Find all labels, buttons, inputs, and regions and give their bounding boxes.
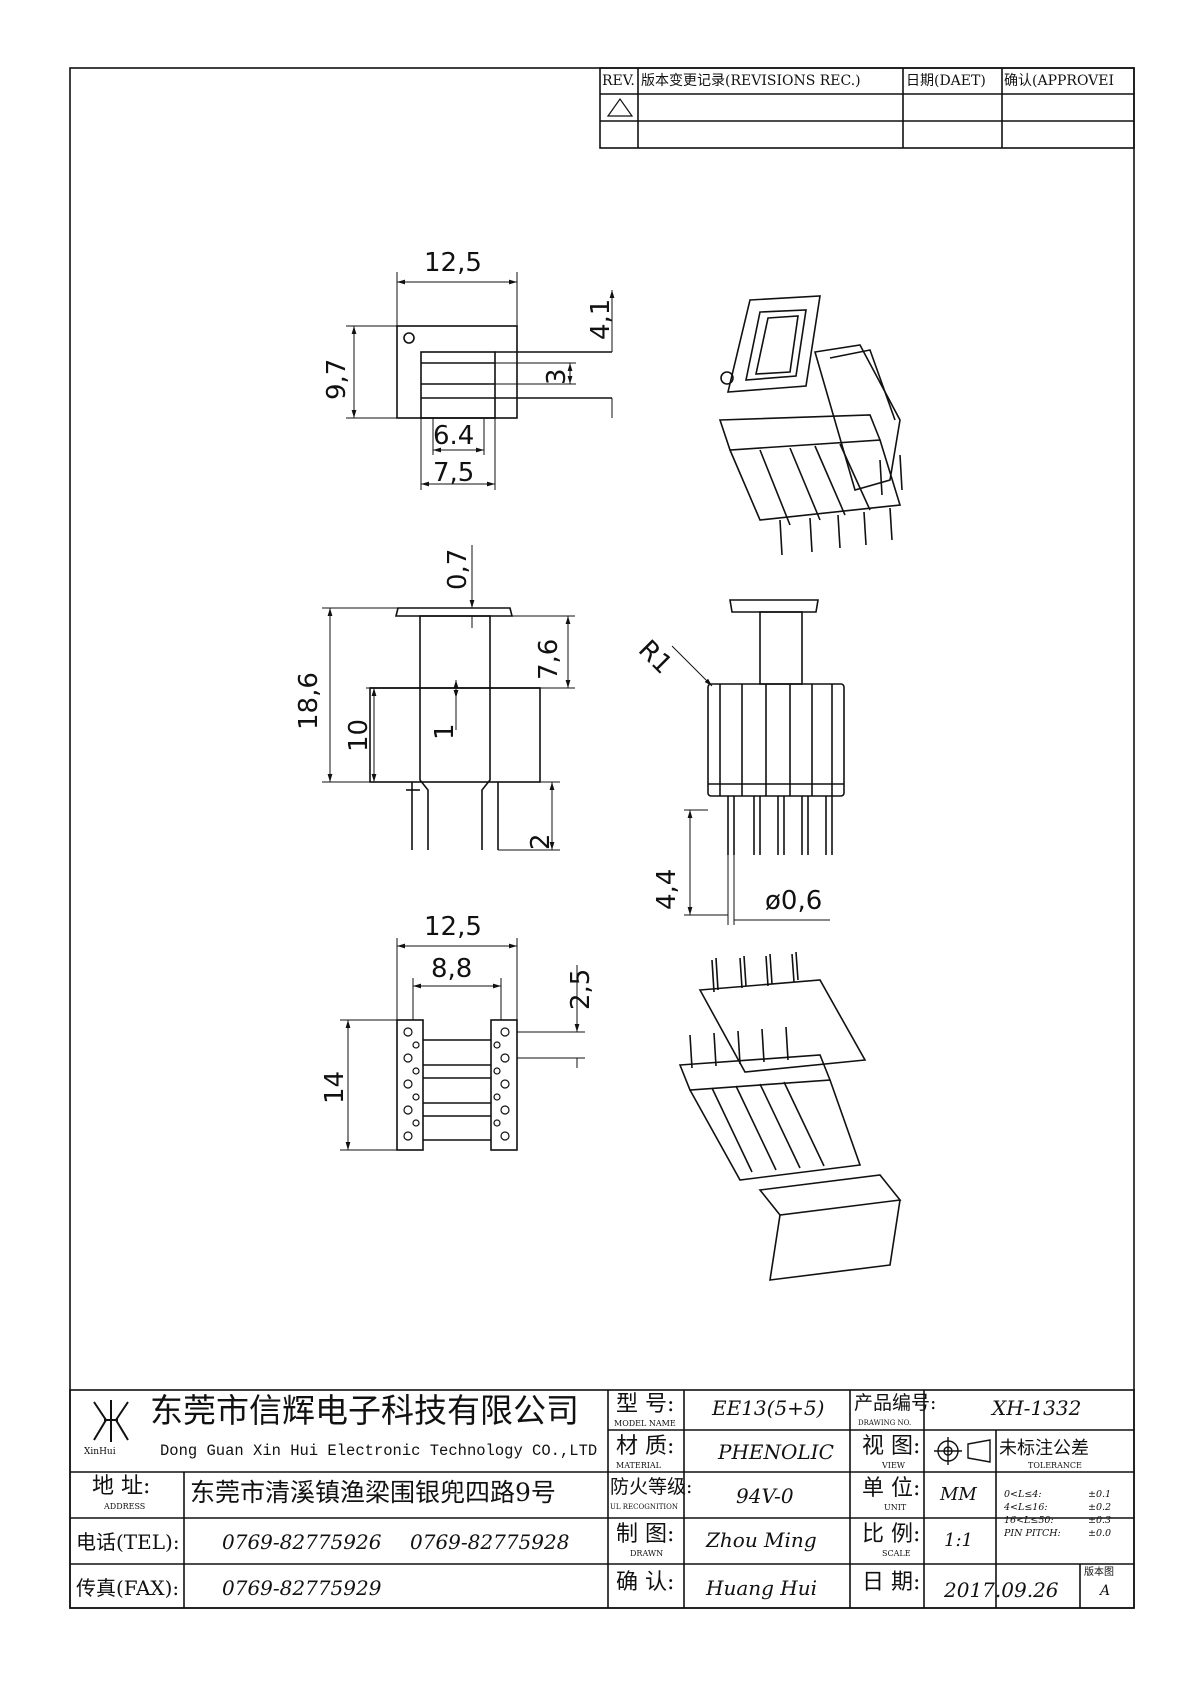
tel-value-2: 0769-82775928: [410, 1530, 570, 1554]
fax-label: 传真(FAX):: [76, 1576, 180, 1600]
version-label: 版本图: [1084, 1567, 1114, 1578]
address-value: 东莞市清溪镇渔梁围银兜四路9号: [190, 1478, 556, 1507]
tolerance-label: 未标注公差: [999, 1438, 1089, 1459]
drawing-no-value: XH-1332: [992, 1396, 1082, 1420]
drawn-label: 制 图:: [616, 1522, 675, 1547]
dim-top-height: 9,7: [322, 358, 352, 400]
unit-label-en: UNIT: [884, 1503, 907, 1512]
isometric-view-bottom: [678, 951, 902, 1281]
tolerance-label-en: TOLERANCE: [1028, 1461, 1082, 1470]
projection-symbol-icon: [934, 1437, 991, 1465]
material-value: PHENOLIC: [718, 1440, 834, 1464]
flame-label-en: UL RECOGNITION: [610, 1503, 679, 1511]
fax-value: 0769-82775929: [222, 1576, 382, 1600]
model-label-en: MODEL NAME: [614, 1419, 676, 1428]
company-name-cn: 东莞市信辉电子科技有限公司: [150, 1391, 579, 1430]
revision-table: [599, 67, 1135, 149]
scale-label: 比 例:: [862, 1522, 921, 1547]
confirm-value: Huang Hui: [706, 1576, 818, 1600]
side-view: [671, 599, 845, 925]
bottom-view: [340, 938, 585, 1151]
flame-value: 94V-0: [736, 1484, 794, 1508]
dim-side-pin-length: 4,4: [652, 868, 682, 910]
rev-header-date: 日期(DAET): [906, 73, 986, 89]
drawn-value: Zhou Ming: [706, 1528, 817, 1552]
tol-row-1-range: 4<L≤16:: [1004, 1502, 1048, 1513]
revision-triangle-icon: [606, 97, 634, 117]
date-label: 日 期:: [862, 1570, 921, 1595]
dim-front-leg: 10: [344, 718, 374, 752]
flame-label: 防火等级:: [610, 1476, 693, 1498]
address-label-en: ADDRESS: [104, 1502, 146, 1511]
scale-value: 1:1: [944, 1530, 973, 1551]
dim-bottom-pitch: 2,5: [566, 968, 596, 1010]
isometric-view-top: [718, 295, 903, 556]
tol-row-1-val: ±0.2: [1088, 1502, 1112, 1513]
dim-bottom-width: 12,5: [424, 912, 482, 942]
dim-bottom-inner: 8,8: [431, 954, 473, 984]
tol-row-3-val: ±0.0: [1088, 1528, 1112, 1539]
tol-row-3-range: PIN PITCH:: [1004, 1528, 1061, 1539]
drawn-label-en: DRAWN: [630, 1549, 664, 1558]
dim-bottom-height: 14: [320, 1070, 350, 1104]
dim-front-upper: 7,6: [534, 638, 564, 680]
model-label: 型 号:: [616, 1392, 675, 1417]
dim-top-inner: 6.4: [433, 421, 475, 451]
front-view: [322, 545, 575, 851]
address-label: 地 址:: [92, 1474, 151, 1499]
dim-front-pin: 2: [526, 833, 556, 850]
dim-front-gap: 1: [430, 723, 460, 740]
tol-row-2-val: ±0.3: [1088, 1515, 1112, 1526]
title-block: [69, 1389, 1135, 1609]
drawing-no-label: 产品编号:: [854, 1392, 937, 1414]
model-value: EE13(5+5): [712, 1396, 825, 1420]
material-label: 材 质:: [616, 1434, 675, 1459]
date-value: 2017.09.26: [944, 1578, 1059, 1602]
rev-header-approve: 确认(APPROVEI: [1004, 73, 1115, 89]
dim-top-window: 3: [542, 368, 572, 385]
company-name-en: Dong Guan Xin Hui Electronic Technology …: [160, 1442, 598, 1460]
top-view: [346, 272, 615, 490]
dim-front-flange: 0,7: [443, 548, 473, 590]
tel-label: 电话(TEL):: [76, 1530, 180, 1554]
view-label: 视 图:: [862, 1434, 921, 1459]
rev-header-record: 版本变更记录(REVISIONS REC.): [641, 73, 861, 89]
logo-text: XinHui: [84, 1447, 116, 1457]
drawing-no-label-en: DRAWING NO.: [858, 1419, 912, 1427]
confirm-label: 确 认:: [616, 1570, 675, 1595]
company-logo-icon: [93, 1400, 129, 1442]
unit-label: 单 位:: [862, 1476, 921, 1501]
material-label-en: MATERIAL: [616, 1461, 661, 1470]
view-label-en: VIEW: [882, 1461, 905, 1470]
dim-top-window-height: 4,1: [586, 298, 616, 340]
version-value: A: [1100, 1583, 1111, 1599]
unit-value: MM: [940, 1484, 977, 1505]
dim-top-outer: 7,5: [433, 458, 475, 488]
dim-top-width: 12,5: [424, 248, 482, 278]
dim-side-pin-dia: ø0,6: [765, 886, 823, 916]
tel-value-1: 0769-82775926: [222, 1530, 382, 1554]
tol-row-0-val: ±0.1: [1088, 1489, 1112, 1500]
tol-row-0-range: 0<L≤4:: [1004, 1489, 1042, 1500]
rev-header-rev: REV.: [602, 73, 635, 89]
scale-label-en: SCALE: [882, 1549, 911, 1558]
dim-front-total: 18,6: [294, 672, 324, 730]
tol-row-2-range: 16<L≤50:: [1004, 1515, 1054, 1526]
